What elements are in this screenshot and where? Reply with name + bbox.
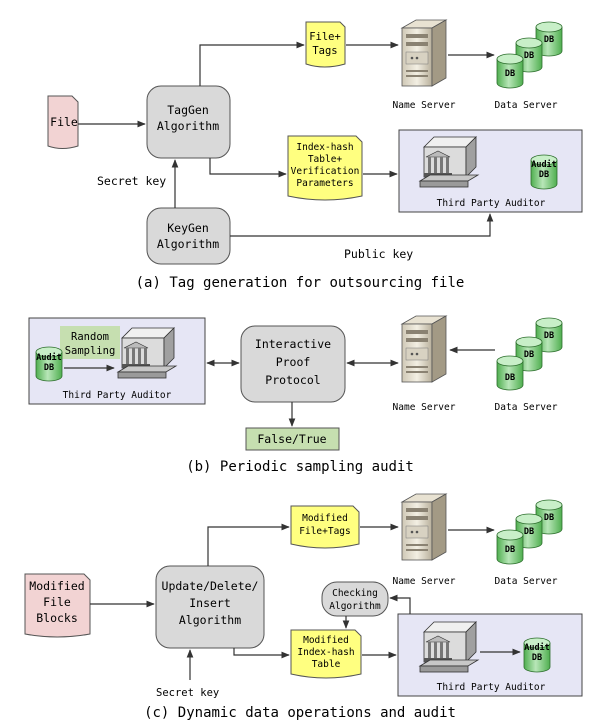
- keygen-box: [146, 207, 231, 265]
- protocol-box: [240, 325, 346, 403]
- name-server-icon: [401, 315, 447, 383]
- data-server-label: Data Server: [495, 576, 558, 587]
- update-label-3: Algorithm: [179, 613, 241, 627]
- modified-blocks-label-2: File: [43, 595, 71, 609]
- random-sampling-badge: [60, 326, 120, 359]
- name-server-icon: [401, 493, 447, 561]
- tpa-label: Third Party Auditor: [63, 390, 172, 401]
- db-label: DB: [544, 35, 554, 45]
- taggen-box: [146, 85, 231, 159]
- caption-b: (b) Periodic sampling audit: [186, 459, 414, 475]
- modified-blocks-label-3: Blocks: [36, 611, 78, 625]
- name-server-label: Name Server: [393, 402, 456, 413]
- audit-db-label-2: DB: [539, 170, 549, 180]
- random-sampling-label-1: Random: [71, 331, 109, 343]
- result-box: [245, 427, 340, 451]
- modified-file-tags-label-1: Modified: [302, 513, 348, 524]
- modified-index-label-3: Table: [312, 659, 341, 670]
- random-sampling-label-2: Sampling: [65, 345, 116, 357]
- audit-db-label-2: DB: [44, 363, 54, 373]
- db-label: DB: [505, 69, 515, 79]
- index-hash-label-3: Verification: [291, 166, 360, 177]
- db-label: DB: [505, 373, 515, 383]
- keygen-label-1: KeyGen: [167, 221, 209, 235]
- modified-index-doc: [290, 629, 362, 679]
- taggen-label-2: Algorithm: [157, 119, 219, 133]
- modified-file-tags-doc: [290, 505, 360, 549]
- index-hash-label-4: Parameters: [296, 178, 353, 189]
- data-server-label: Data Server: [495, 402, 558, 413]
- db-label: DB: [524, 51, 534, 61]
- tpa-label: Third Party Auditor: [437, 682, 546, 693]
- file-label: File: [50, 115, 78, 129]
- data-server-label: Data Server: [495, 100, 558, 111]
- modified-blocks-doc: [24, 573, 91, 638]
- file-tags-label-1: File+: [309, 31, 341, 43]
- db-label: DB: [524, 350, 534, 360]
- db-label: DB: [505, 545, 515, 555]
- name-server-label: Name Server: [393, 576, 456, 587]
- secret-key-label: Secret key: [97, 174, 166, 188]
- public-key-label: Public key: [344, 247, 413, 261]
- panel-b: Random Sampling Audit DB Third Party Aud…: [28, 315, 563, 475]
- checking-label-2: Algorithm: [329, 601, 381, 612]
- update-label-1: Update/Delete/: [162, 579, 259, 593]
- protocol-label-1: Interactive: [255, 337, 331, 351]
- result-label: False/True: [257, 432, 326, 446]
- index-hash-doc: [287, 135, 363, 201]
- audit-db-label-1: Audit: [531, 159, 557, 170]
- audit-db-label-2: DB: [532, 653, 542, 663]
- db-label: DB: [524, 527, 534, 537]
- modified-index-label-2: Index-hash: [297, 647, 354, 658]
- update-algorithm-box: [155, 565, 265, 649]
- panel-c: Audit DB Third Party Auditor Modified Fi…: [24, 493, 583, 721]
- secret-key-label: Secret key: [156, 687, 219, 699]
- index-hash-label-2: Table+: [308, 154, 343, 165]
- checking-algorithm-box: [321, 581, 389, 617]
- panel-a: Audit DB Third Party Auditor File TagGen…: [47, 19, 583, 291]
- audit-db-label-1: Audit: [524, 642, 550, 653]
- tpa-label: Third Party Auditor: [437, 198, 546, 209]
- name-server-label: Name Server: [393, 100, 456, 111]
- file-doc: [47, 95, 79, 149]
- auditor-icon: [419, 136, 479, 188]
- modified-index-label-1: Modified: [303, 635, 349, 646]
- caption-c: (c) Dynamic data operations and audit: [144, 705, 456, 721]
- file-tags-label-2: Tags: [312, 45, 337, 57]
- audit-db-label-1: Audit: [36, 352, 62, 363]
- auditor-icon: [117, 327, 177, 379]
- protocol-label-3: Protocol: [265, 373, 320, 387]
- modified-blocks-label-1: Modified: [29, 579, 84, 593]
- db-label: DB: [544, 331, 554, 341]
- update-label-2: Insert: [189, 596, 231, 610]
- index-hash-label-1: Index-hash: [296, 142, 353, 153]
- protocol-label-2: Proof: [276, 355, 311, 369]
- modified-file-tags-label-2: File+Tags: [299, 526, 350, 537]
- file-tags-doc: [305, 21, 346, 68]
- taggen-label-1: TagGen: [167, 103, 209, 117]
- keygen-label-2: Algorithm: [157, 237, 219, 251]
- auditor-icon: [419, 621, 479, 673]
- checking-label-1: Checking: [332, 588, 378, 599]
- caption-a: (a) Tag generation for outsourcing file: [136, 275, 465, 291]
- db-label: DB: [544, 513, 554, 523]
- name-server-icon: [401, 19, 447, 87]
